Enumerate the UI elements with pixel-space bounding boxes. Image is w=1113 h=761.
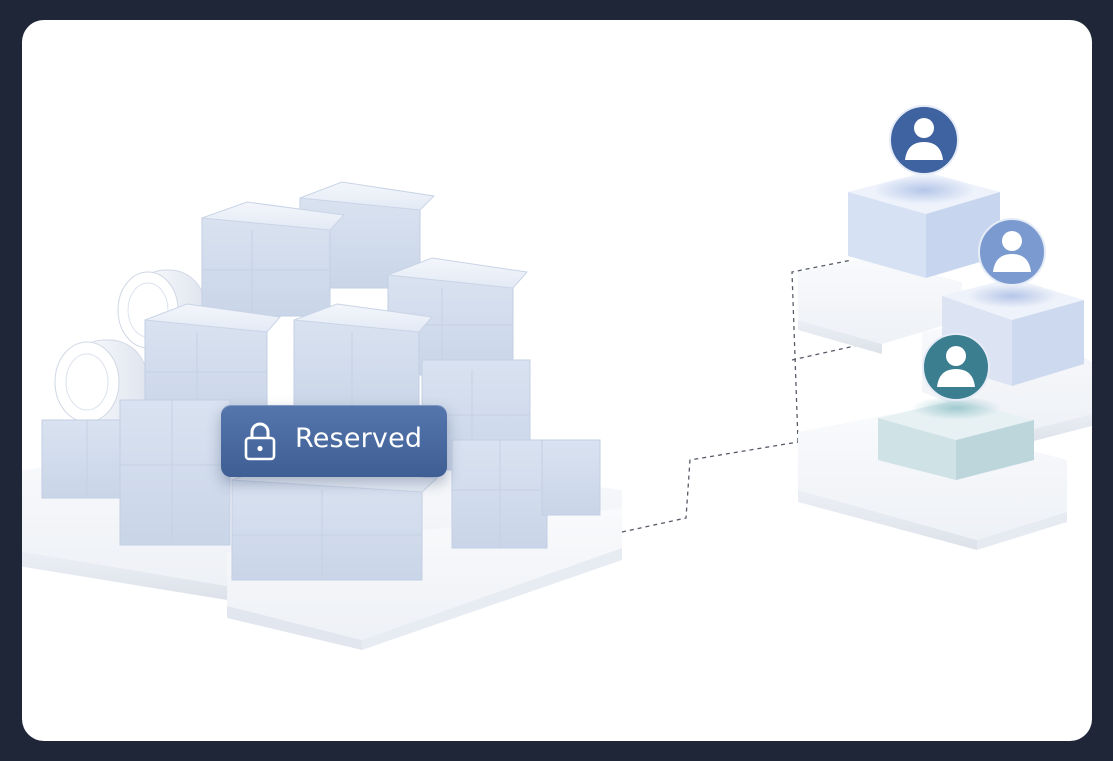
reserved-badge: Reserved [221,405,447,477]
user-avatar-icon [922,333,990,401]
lock-icon [244,422,276,461]
connector-middle [791,341,873,361]
connector-lines [621,259,873,533]
pedestal-stack [798,172,1092,550]
illustration-panel: Reserved [22,20,1092,741]
connector-main [621,441,799,533]
reservation-illustration [22,105,1092,650]
connector-upper [791,259,853,443]
user-avatar-icon [889,105,959,175]
reserved-label: Reserved [295,423,423,454]
user-avatar-icon [978,218,1046,286]
